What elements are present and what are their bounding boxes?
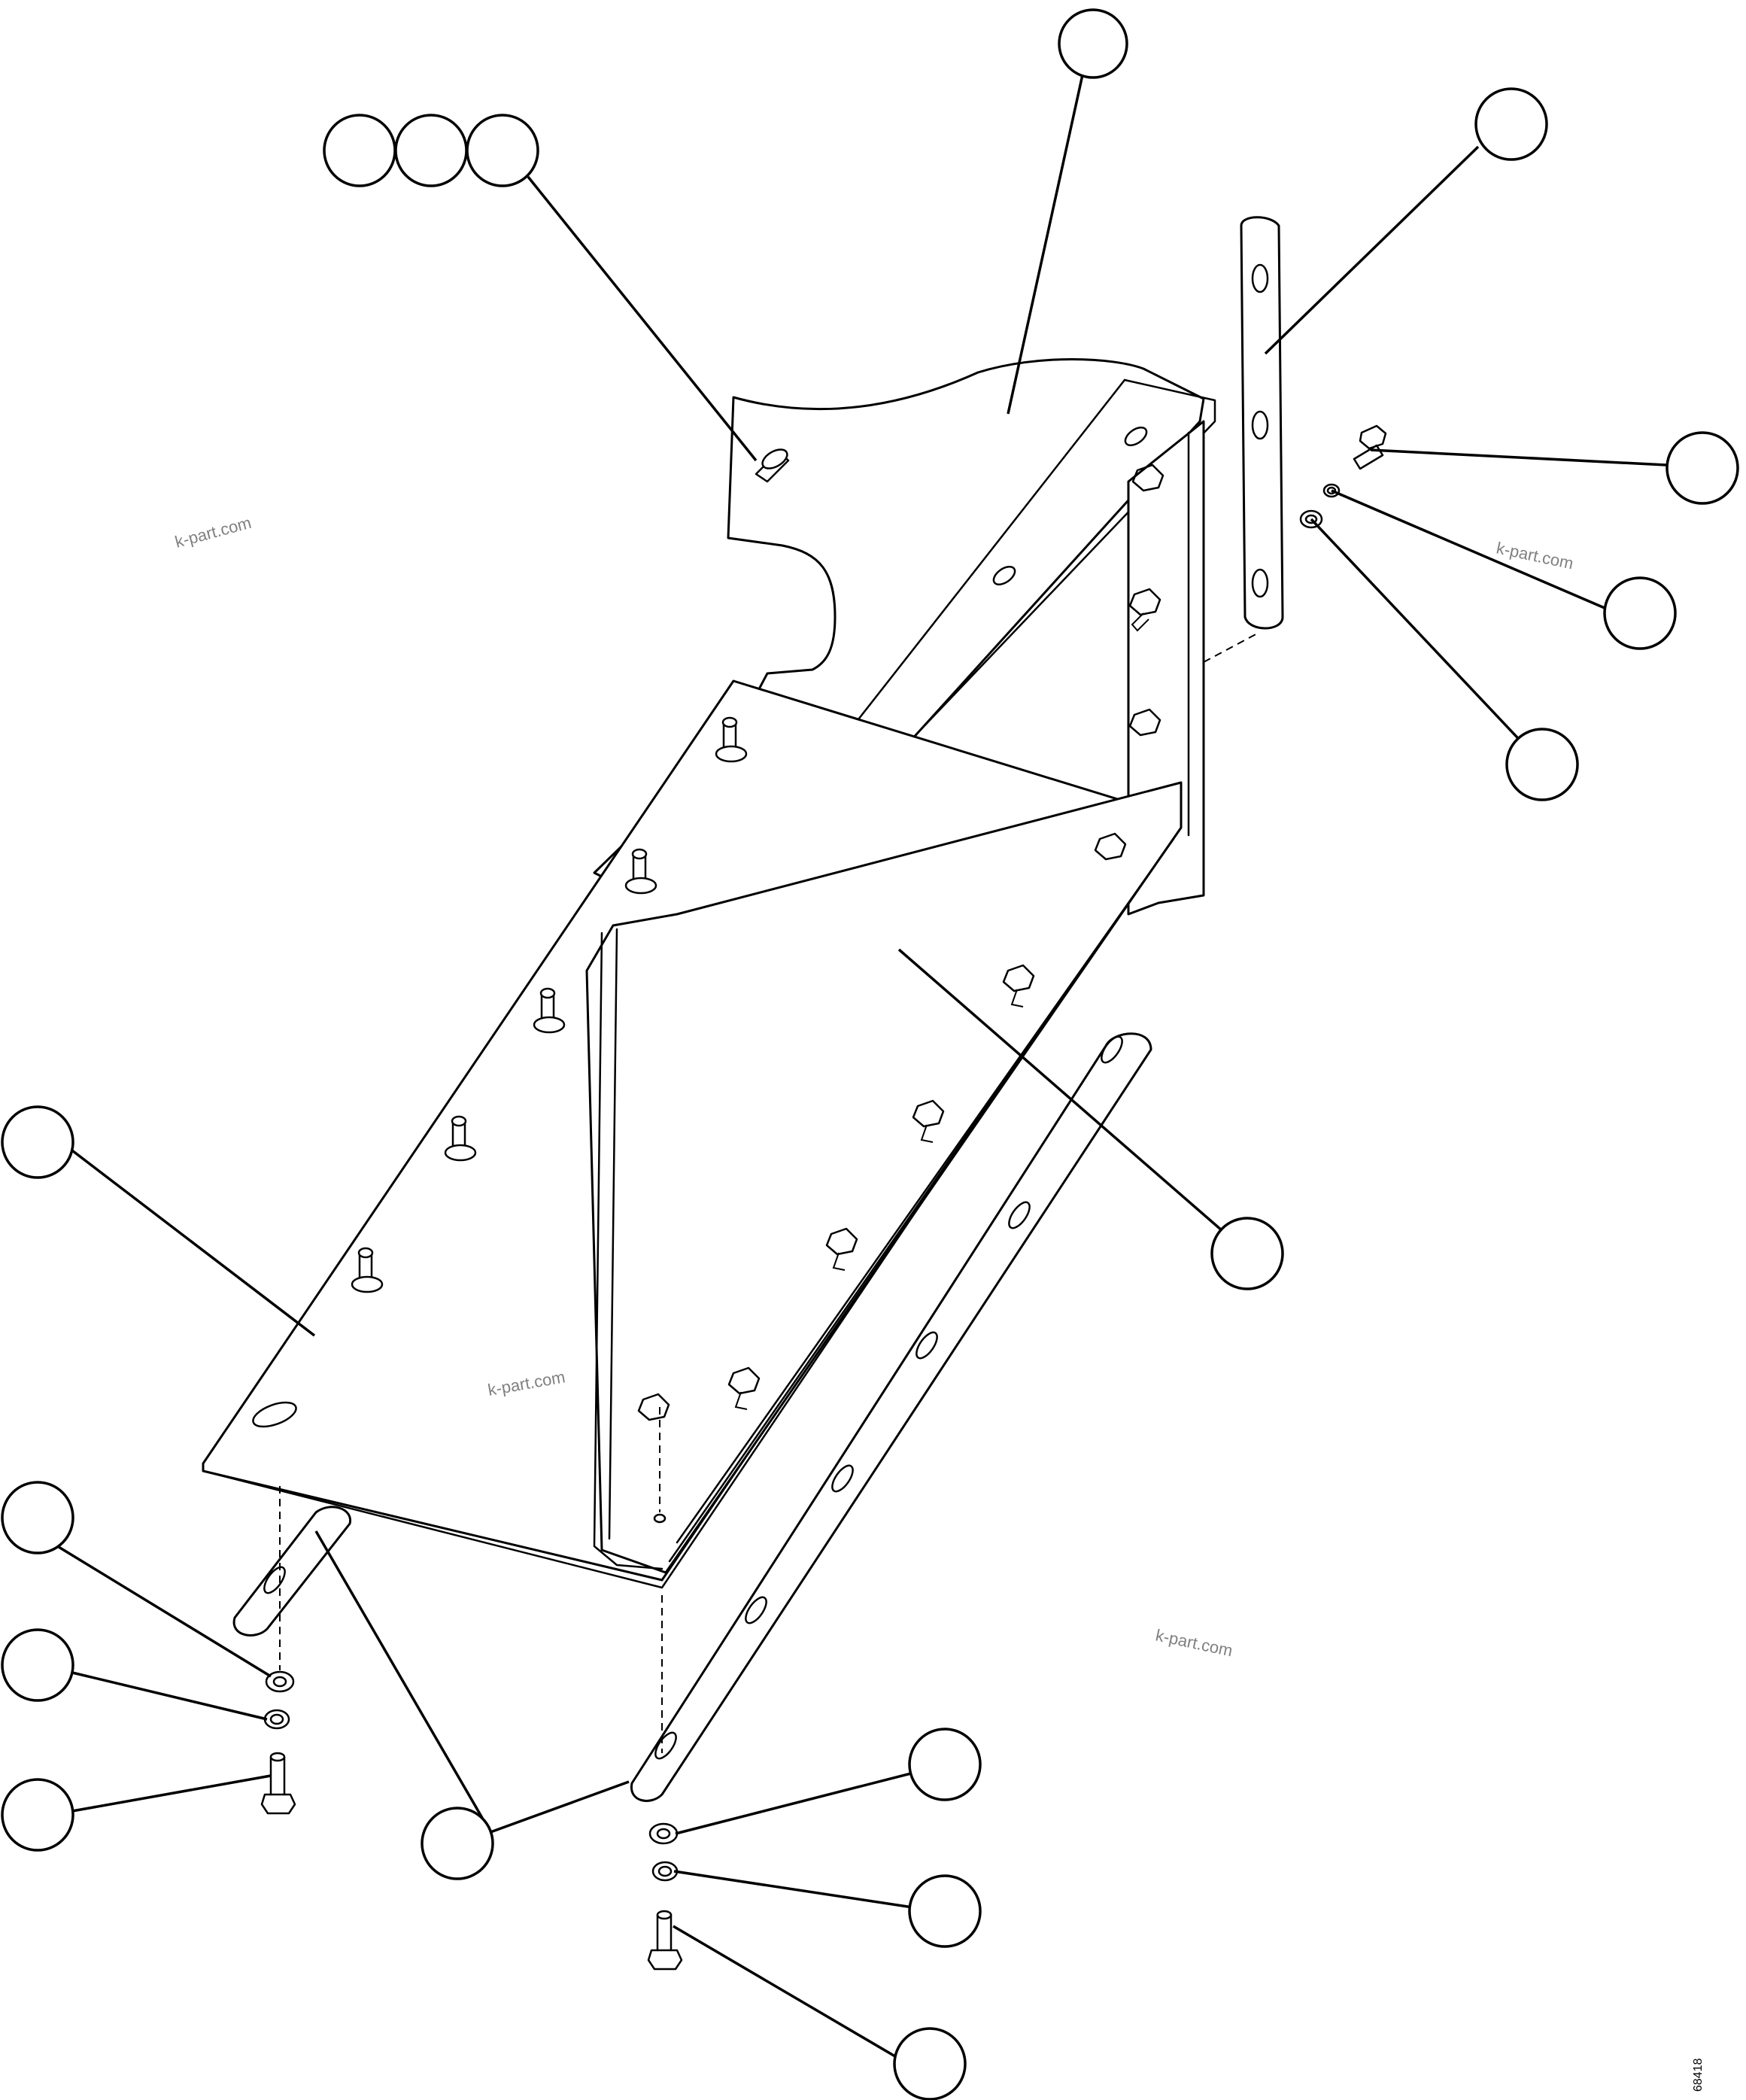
callout-balloon	[421, 1807, 494, 1880]
callout-balloon	[908, 1728, 982, 1801]
front-channel-wall	[585, 781, 1183, 1574]
callout-balloon	[1210, 1217, 1284, 1290]
lower-right-strap	[630, 1032, 1152, 1802]
callout-balloon	[1474, 87, 1548, 161]
leader-lines	[58, 71, 1667, 2078]
watermark-text: k-part.com	[1154, 1625, 1234, 1660]
left-fastener-stack	[260, 1670, 296, 1815]
callout-balloon	[1058, 8, 1128, 79]
upper-right-strap	[1203, 216, 1387, 663]
callout-balloon	[1, 1105, 74, 1179]
drawing-reference-number: 68418	[1692, 2058, 1705, 2092]
callout-balloon	[1666, 431, 1739, 505]
callout-balloon	[1, 1628, 74, 1702]
right-fastener-stack	[647, 1822, 683, 1971]
callout-balloon	[1603, 576, 1677, 650]
callout-balloon	[466, 114, 539, 187]
callout-balloon	[1505, 728, 1579, 801]
callout-balloon	[323, 114, 396, 187]
callout-balloon	[394, 114, 468, 187]
callout-balloons	[1, 8, 1739, 2100]
callout-balloon	[893, 2027, 967, 2100]
stud-row	[351, 716, 748, 1293]
callout-balloon	[908, 1874, 982, 1948]
callout-balloon	[1, 1778, 74, 1852]
callout-balloon	[1, 1481, 74, 1554]
watermark-text: k-part.com	[173, 513, 254, 552]
lower-left-strap	[232, 1506, 351, 1637]
watermark-text: k-part.com	[1495, 538, 1575, 573]
nut-row	[637, 832, 1127, 1524]
